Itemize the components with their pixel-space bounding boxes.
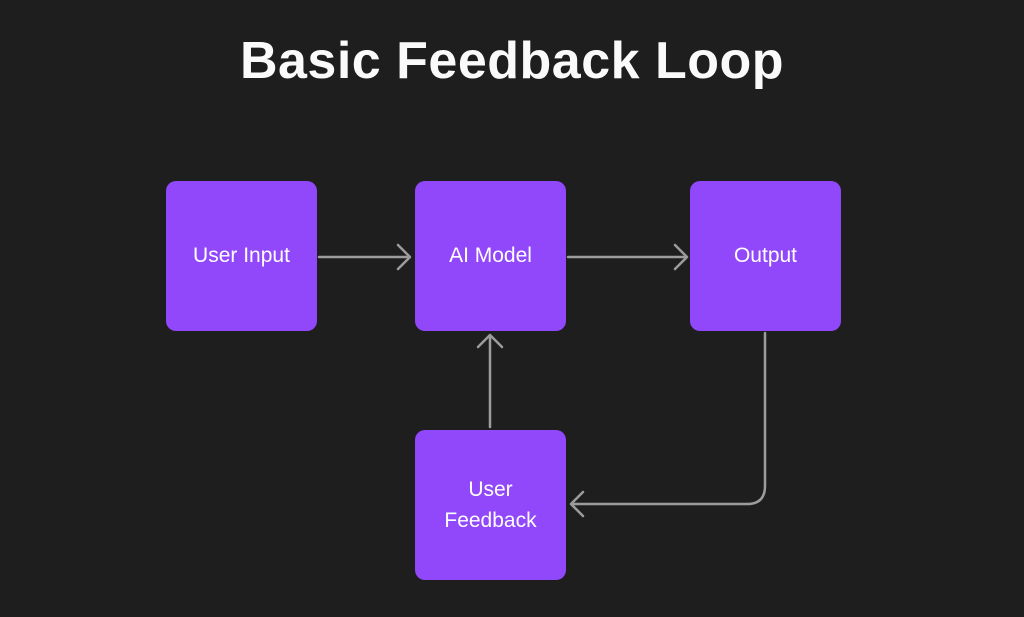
node-user-input: User Input <box>166 181 317 331</box>
arrowhead-right-icon <box>396 243 412 271</box>
arrowhead-right-icon <box>673 243 689 271</box>
arrowhead-left-icon <box>569 490 585 518</box>
node-label: AI Model <box>449 244 532 268</box>
node-ai-model: AI Model <box>415 181 566 331</box>
connector-user-input-to-ai-model <box>317 243 412 271</box>
connector-ai-model-to-output <box>566 243 689 271</box>
node-label: User Feedback <box>444 477 537 533</box>
node-output: Output <box>690 181 841 331</box>
node-user-feedback: User Feedback <box>415 430 566 580</box>
connector-output-to-user-feedback <box>569 331 767 518</box>
node-label: User Input <box>193 244 290 268</box>
node-label: Output <box>733 244 798 268</box>
connector-user-feedback-to-ai-model <box>476 333 504 429</box>
arrowhead-up-icon <box>476 333 504 349</box>
connector-line <box>572 331 767 506</box>
diagram-title: Basic Feedback Loop <box>239 32 785 90</box>
